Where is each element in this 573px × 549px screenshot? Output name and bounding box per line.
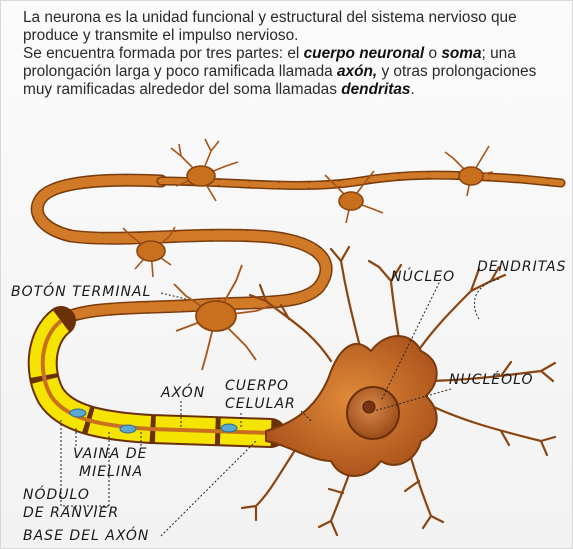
label-nodulo: NÓDULO xyxy=(23,487,90,503)
background-neuron xyxy=(122,226,176,278)
cell-body xyxy=(265,335,438,477)
background-neuron xyxy=(173,264,273,371)
nucleus xyxy=(346,386,400,440)
term-cuerpo-neuronal: cuerpo neuronal xyxy=(303,45,425,62)
nucleolus xyxy=(362,400,376,414)
label-nucleolo: NUCLÉOLO xyxy=(449,372,534,388)
background-neuron xyxy=(170,138,239,202)
intro-text-part: y otras prolongaciones muy ramificadas a… xyxy=(23,63,537,98)
intro-text-part: ; una prolongación larga y poco ramifica… xyxy=(23,45,516,80)
label-base-axon: BASE DEL AXÓN xyxy=(23,528,150,544)
label-cuerpo: CUERPO xyxy=(225,378,290,394)
background-neuron xyxy=(324,170,384,224)
label-de-ranvier: DE RANVIER xyxy=(23,505,120,521)
term-soma: soma xyxy=(441,45,482,62)
intro-text: La neurona es la unidad funcional y estr… xyxy=(23,9,553,99)
label-axon: AXÓN xyxy=(161,385,206,401)
intro-text-part: o xyxy=(424,45,442,62)
term-dendritas: dendritas xyxy=(341,81,411,98)
intro-paragraph-2: Se encuentra formada por tres partes: el… xyxy=(23,45,553,99)
term-axon: axón, xyxy=(336,63,378,80)
leader-lines xyxy=(60,278,500,537)
label-vaina: VAINA DE xyxy=(73,446,148,462)
intro-text-part: . xyxy=(410,81,415,98)
myelin-sheath xyxy=(27,306,286,448)
label-mielina: MIELINA xyxy=(79,464,144,480)
intro-paragraph-1: La neurona es la unidad funcional y estr… xyxy=(23,9,517,44)
label-boton-terminal: BOTÓN TERMINAL xyxy=(11,284,152,300)
label-dendritas: DENDRITAS xyxy=(477,259,567,275)
label-celular: CELULAR xyxy=(225,396,296,412)
axon-chain xyxy=(30,170,566,388)
dendrites xyxy=(240,245,557,537)
label-nucleo: NÚCLEO xyxy=(391,269,456,285)
background-neuron xyxy=(444,145,494,197)
intro-text-part: Se encuentra formada por tres partes: el xyxy=(23,45,304,62)
